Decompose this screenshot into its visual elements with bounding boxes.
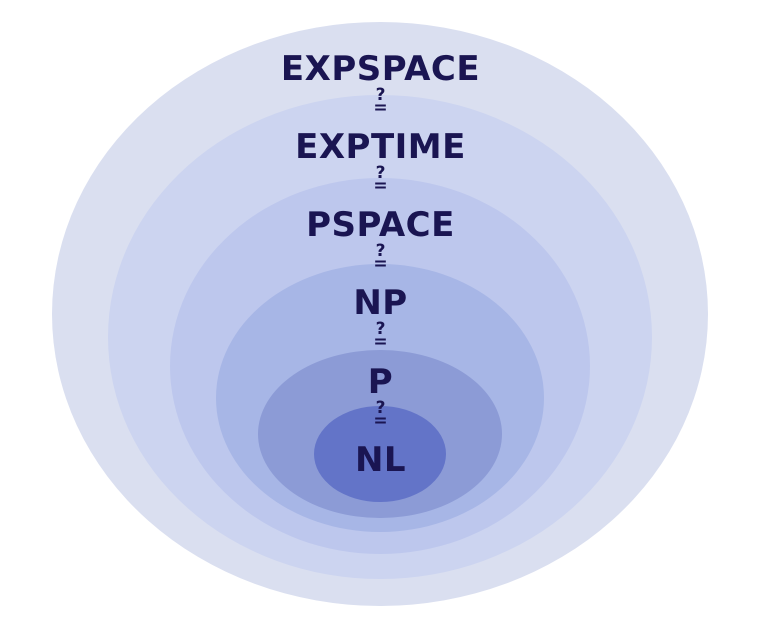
p-label: P (367, 362, 394, 402)
question-mark: ? (375, 241, 386, 261)
equals-sign: = (373, 176, 388, 196)
equals-sign: = (373, 332, 388, 352)
expspace-label: EXPSPACE (280, 49, 481, 89)
question-mark: ? (375, 398, 386, 418)
equals-sign: = (373, 254, 388, 274)
relation-exptime-pspace: ? = (0, 163, 761, 196)
nl-label: NL (354, 440, 407, 480)
relation-p-nl: ? = (0, 398, 761, 431)
equals-sign: = (373, 98, 388, 118)
np-label: NP (353, 283, 408, 323)
pspace-label: PSPACE (306, 205, 455, 245)
question-mark: ? (375, 85, 386, 105)
nl-region (314, 406, 446, 502)
question-mark: ? (375, 163, 386, 183)
exptime-label: EXPTIME (295, 127, 466, 167)
question-mark: ? (375, 319, 386, 339)
equals-sign: = (373, 411, 388, 431)
relation-np-p: ? = (0, 319, 761, 352)
relation-pspace-np: ? = (0, 241, 761, 274)
relation-expspace-exptime: ? = (0, 85, 761, 118)
